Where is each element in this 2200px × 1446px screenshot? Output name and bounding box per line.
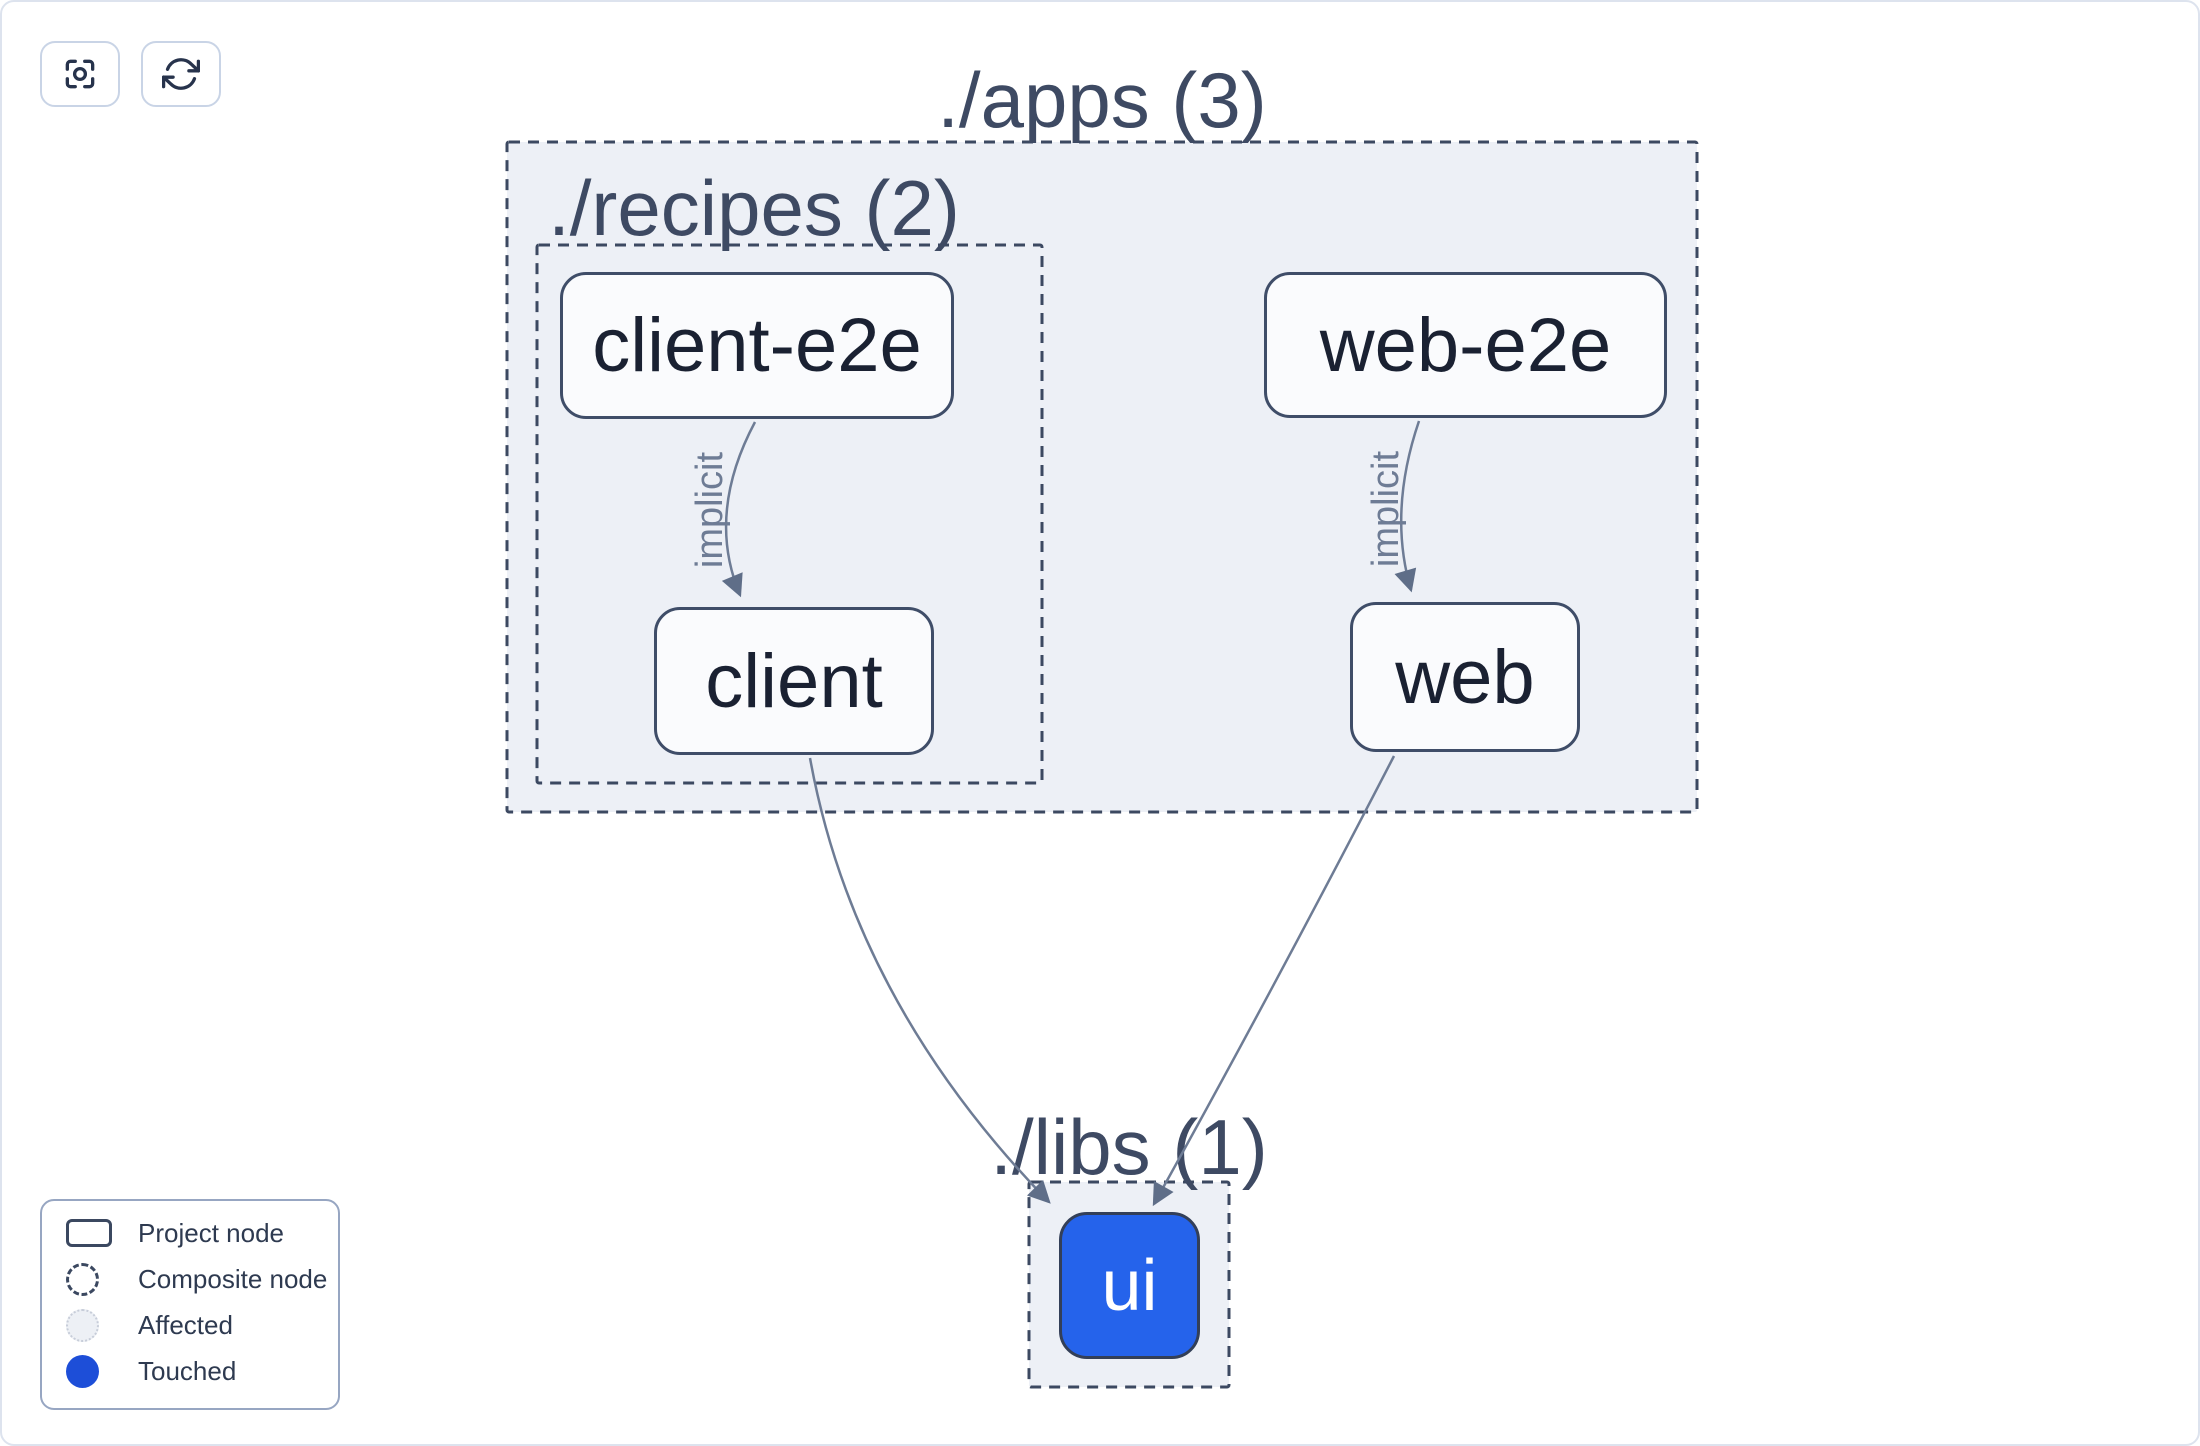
project-node-client[interactable]: client (654, 607, 934, 755)
project-node-web[interactable]: web (1350, 602, 1580, 752)
legend-item-label: Project node (138, 1217, 284, 1248)
legend: Project node Composite node Affected Tou… (40, 1199, 340, 1410)
refresh-cycle-icon (162, 58, 200, 90)
legend-item-label: Affected (138, 1309, 233, 1340)
project-node-web-e2e[interactable]: web-e2e (1264, 272, 1667, 418)
edge-web-e2e-to-web[interactable] (1394, 420, 1421, 593)
legend-item-affected: Affected (66, 1302, 338, 1348)
node-label: web-e2e (1319, 302, 1612, 388)
composite-node-swatch-icon (66, 1262, 99, 1296)
edge-client-e2e-to-client[interactable] (721, 421, 757, 598)
edge-client-to-ui[interactable] (808, 757, 1051, 1204)
project-node-client-e2e[interactable]: client-e2e (560, 272, 954, 419)
composite-label-recipes: ./recipes (2) (548, 164, 960, 252)
legend-item-composite-node: Composite node (66, 1256, 338, 1302)
legend-item-label: Composite node (138, 1263, 328, 1294)
legend-item-project-node: Project node (66, 1210, 338, 1256)
edge-web-to-ui[interactable] (1152, 755, 1396, 1207)
composite-label-libs: ./libs (1) (990, 1103, 1267, 1191)
node-label: client (705, 638, 883, 724)
edge-label-implicit: implicit (1365, 451, 1407, 568)
edge-label-implicit: implicit (689, 452, 731, 569)
affected-swatch-icon (66, 1308, 99, 1342)
node-label: client-e2e (592, 303, 922, 388)
focus-reset-button[interactable] (40, 41, 120, 107)
legend-item-touched: Touched (66, 1348, 338, 1394)
node-label: ui (1101, 1245, 1158, 1326)
project-node-ui[interactable]: ui (1059, 1212, 1200, 1359)
touched-swatch-icon (66, 1354, 99, 1388)
crosshair-focus-icon (65, 59, 95, 89)
composite-node-recipes[interactable] (535, 243, 1044, 785)
refresh-layout-button[interactable] (141, 41, 221, 107)
node-label: web (1395, 634, 1535, 720)
project-node-swatch-icon (66, 1219, 112, 1247)
composite-label-apps: ./apps (3) (937, 56, 1266, 144)
legend-item-label: Touched (138, 1355, 237, 1386)
